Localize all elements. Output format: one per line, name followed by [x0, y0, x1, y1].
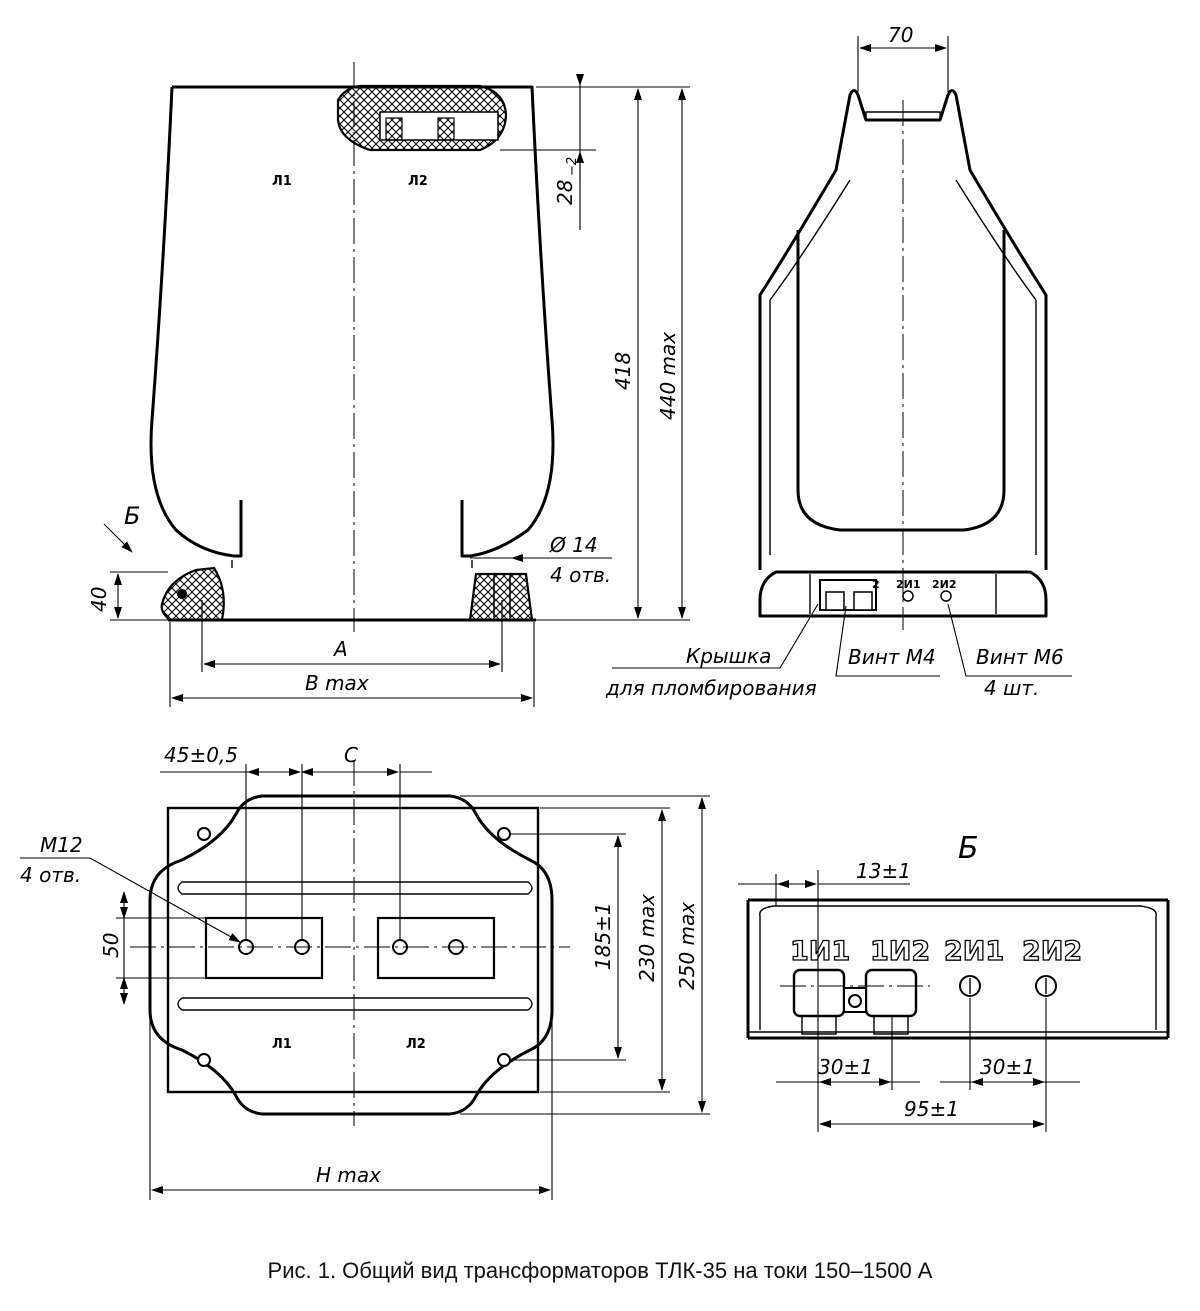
plan-dim-50: 50	[99, 933, 123, 958]
detail-terminal-2i2: 2И2	[1022, 936, 1082, 967]
front-terminal-l1: Л1	[272, 174, 292, 189]
plan-terminal-l2-label: Л2	[406, 1037, 426, 1052]
side-terminal-box	[758, 570, 1048, 618]
detail-dim-30b: 30±1	[980, 1055, 1035, 1079]
detail-dim-13: 13±1	[856, 859, 911, 883]
front-terminal-l2: Л2	[408, 174, 428, 189]
detail-terminal-1i2: 1И2	[870, 936, 930, 967]
side-label-cover: Крышка	[686, 644, 771, 668]
front-dim-28: 28	[553, 180, 577, 205]
side-terminal-2: 2	[872, 578, 880, 591]
front-dim-hole: Ø 14	[549, 533, 598, 557]
figure-caption: Рис. 1. Общий вид трансформаторов ТЛК-35…	[268, 1258, 933, 1283]
detail-terminal-block-2	[864, 968, 918, 1018]
side-label-screw-m6: Винт М6	[976, 645, 1064, 669]
front-dim-b-max: B max	[305, 671, 369, 695]
plan-body-outline	[148, 794, 554, 1116]
front-right-foot	[468, 572, 534, 622]
side-view: 2 2И1 2И2 70 Крышка для пломбирования Ви…	[605, 23, 1072, 700]
front-dim-440-max: 440 max	[656, 332, 680, 420]
plan-dim-185: 185±1	[591, 902, 615, 970]
plan-dim-h-max: H max	[316, 1163, 381, 1187]
detail-title: Б	[958, 831, 979, 866]
side-label-cover-2: для пломбирования	[605, 676, 817, 700]
side-inner-window	[796, 230, 1006, 532]
plan-dim-m12: М12	[40, 833, 83, 857]
plan-dim-45: 45±0,5	[164, 743, 238, 767]
plan-view: Л1 Л2 45±0,5 C М12 4 отв. 50 185±1 230 m…	[20, 743, 710, 1200]
front-dim-a: A	[332, 637, 348, 661]
plan-dim-m12-count: 4 отв.	[20, 863, 81, 887]
front-left-foot	[160, 566, 225, 622]
plan-dim-230-max: 230 max	[635, 894, 659, 982]
side-terminal-2i1: 2И1	[896, 578, 921, 591]
front-dim-hole-count: 4 отв.	[550, 563, 611, 587]
view-arrow-b	[103, 523, 133, 553]
detail-terminal-block-1	[792, 968, 846, 1018]
plan-dim-c: C	[344, 743, 358, 767]
detail-dim-95: 95±1	[904, 1097, 959, 1121]
detail-terminal-2i1: 2И1	[944, 936, 1004, 967]
detail-terminal-1i1: 1И1	[790, 936, 850, 967]
front-view: Л1 Л2 418 440 max 28 −2 40 Ø 14 4 отв. A…	[87, 62, 690, 707]
side-label-screw-count: 4 шт.	[984, 676, 1039, 700]
plan-terminal-l1-label: Л1	[272, 1037, 292, 1052]
detail-view-b: Б 1И1 1И2 2И1 2И2 13±1 30±1 30±1 95±1	[738, 831, 1170, 1132]
front-dim-28-tolerance: −2	[565, 157, 580, 176]
front-dim-418: 418	[611, 352, 635, 390]
side-terminal-2i2: 2И2	[932, 578, 957, 591]
side-dim-70: 70	[888, 23, 913, 47]
plan-base-plate	[166, 806, 540, 1094]
view-arrow-b-label: Б	[124, 502, 140, 530]
plan-dim-250-max: 250 max	[675, 902, 699, 990]
front-body-outline	[149, 85, 555, 558]
front-dim-40: 40	[87, 587, 111, 612]
detail-dim-30a: 30±1	[818, 1055, 873, 1079]
side-label-screw-m4: Винт М4	[848, 645, 936, 669]
